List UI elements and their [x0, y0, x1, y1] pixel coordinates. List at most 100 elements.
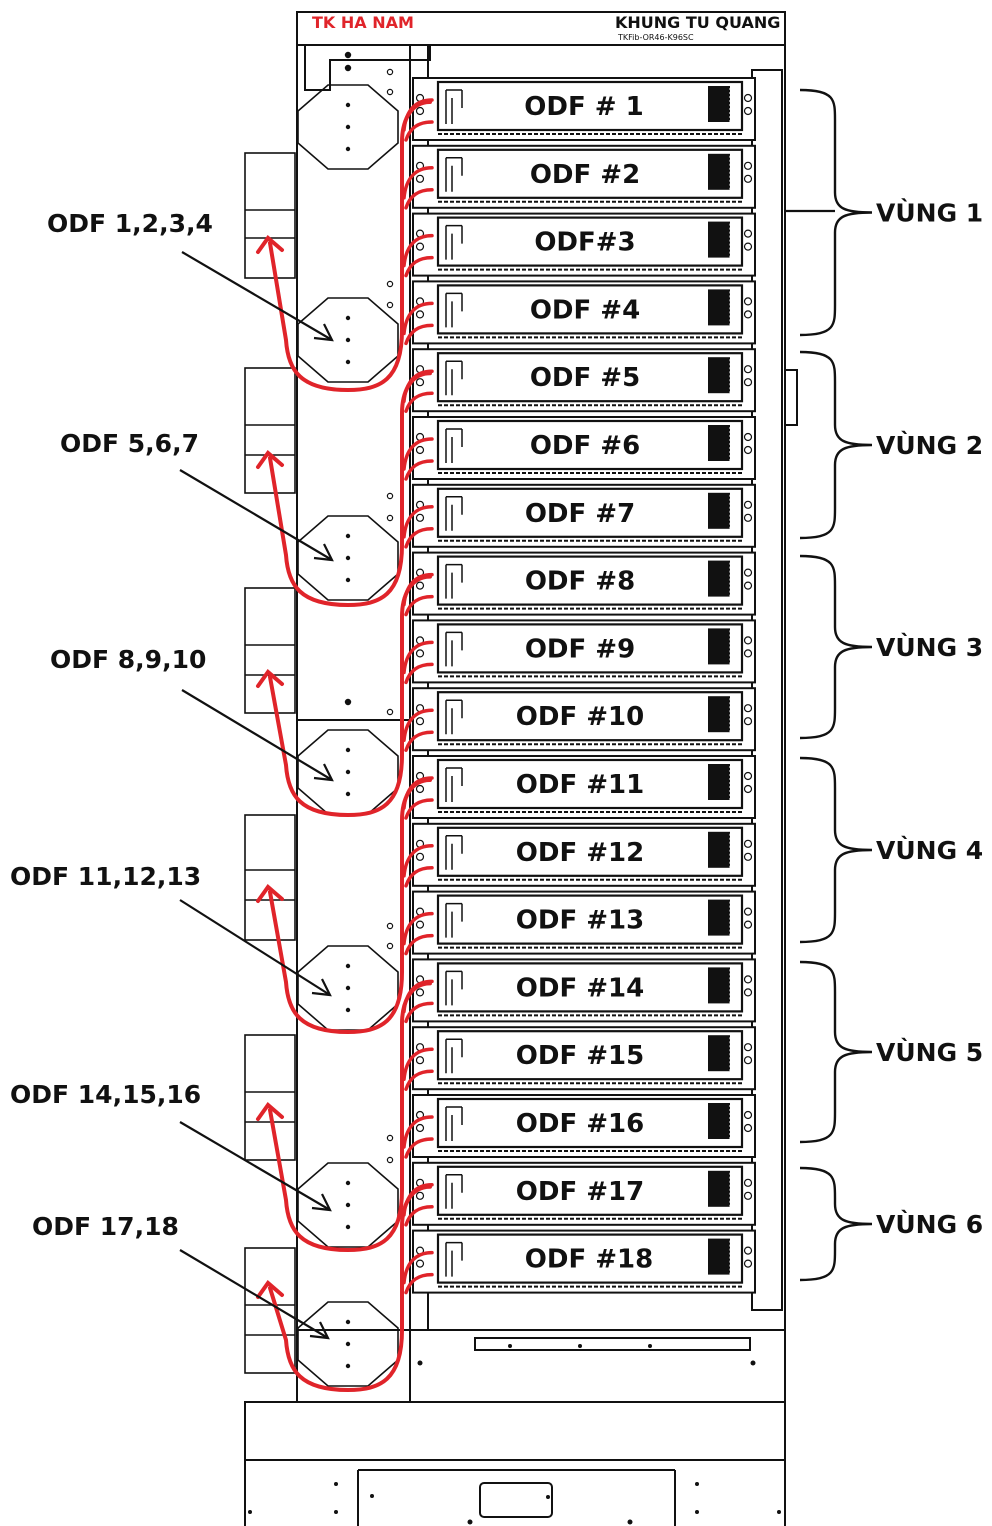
fiber-arrow-head: [256, 669, 284, 688]
group-label: ODF 14,15,16: [10, 1080, 201, 1109]
fiber-branch: [404, 1001, 434, 1024]
fiber-branch: [402, 166, 434, 200]
group-label: ODF 17,18: [32, 1212, 179, 1241]
odf-connector-block: [708, 492, 730, 529]
fiber-branch: [404, 527, 434, 549]
brand-label: TK HA NAM: [312, 13, 414, 32]
odf-latch: [445, 1174, 463, 1209]
odf-tray: [436, 1030, 744, 1081]
zone-label: VÙNG 1: [876, 198, 983, 228]
odf-unit: ODF #15: [412, 1026, 756, 1091]
zone-label: VÙNG 6: [876, 1209, 983, 1239]
odf-label: ODF #17: [516, 1177, 644, 1207]
odf-hole: [743, 513, 753, 522]
odf-unit: ODF #9: [412, 619, 756, 684]
odf-connector-block: [708, 899, 730, 936]
fiber-branch: [402, 1115, 434, 1149]
fiber-plate: [297, 515, 399, 601]
odf-hole: [743, 1191, 753, 1200]
odf-tray: [436, 758, 744, 810]
odf-hole: [743, 920, 753, 929]
odf-hole: [743, 174, 753, 183]
odf-latch: [445, 1241, 463, 1277]
odf-latch: [445, 428, 463, 463]
odf-latch: [445, 767, 463, 802]
fiber-branch: [402, 911, 434, 946]
odf-connector-block: [708, 764, 730, 800]
odf-hole: [743, 310, 753, 319]
odf-latch: [445, 496, 463, 531]
fiber-branch: [402, 1183, 434, 1217]
odf-unit: ODF #17: [412, 1161, 756, 1226]
odf-label: ODF #14: [516, 973, 644, 1003]
odf-tray: [436, 826, 744, 877]
odf-unit: ODF#3: [412, 212, 756, 277]
fiber-arrow-head: [256, 450, 284, 469]
group-pointer-head: [313, 323, 334, 342]
fiber-branch: [402, 505, 434, 539]
odf-hole: [743, 704, 753, 713]
odf-hole: [743, 839, 753, 848]
odf-tray: [436, 962, 744, 1013]
fiber-branch: [404, 188, 434, 210]
fiber-arrow-head: [256, 1102, 284, 1121]
odf-hole: [415, 920, 425, 929]
fiber-branch: [404, 459, 434, 481]
fiber-plate: [297, 297, 399, 383]
zone-brace: [799, 88, 873, 337]
odf-label: ODF #8: [525, 567, 635, 597]
fiber-branch: [404, 255, 434, 278]
fiber-branch: [402, 98, 434, 132]
odf-tray: [436, 1097, 744, 1149]
odf-label: ODF #11: [516, 770, 644, 800]
odf-tray: [436, 80, 744, 132]
odf-tray: [436, 1165, 744, 1216]
fiber-branch: [404, 391, 434, 413]
odf-hole: [743, 500, 753, 509]
fiber-branch: [404, 594, 434, 617]
odf-tray: [436, 284, 744, 335]
odf-latch: [445, 699, 463, 735]
fiber-branch: [402, 572, 434, 607]
odf-label: ODF #15: [516, 1041, 644, 1071]
group-pointer: [179, 899, 331, 996]
odf-hole: [415, 581, 425, 590]
odf-unit: ODF #16: [412, 1094, 756, 1158]
odf-unit: ODF #7: [412, 483, 756, 548]
side-bays: [244, 152, 296, 1374]
group-pointer: [179, 1121, 331, 1211]
odf-label: ODF # 1: [524, 92, 643, 122]
rack-model: TKFib-OR46-K96SC: [617, 33, 694, 42]
fiber-branch: [402, 640, 434, 675]
odf-connector-block: [708, 1103, 730, 1139]
odf-hole: [743, 297, 753, 306]
odf-latch: [445, 631, 463, 667]
fiber-branch: [402, 1250, 434, 1285]
fiber-branch: [402, 437, 434, 471]
odf-unit: ODF #10: [412, 687, 756, 752]
group-pointer-head: [309, 1321, 330, 1340]
group-label: ODF 1,2,3,4: [47, 209, 213, 238]
odf-unit: ODF #4: [412, 280, 756, 345]
odf-latch: [445, 902, 463, 938]
fiber-branch: [402, 369, 434, 403]
fiber-branch: [404, 1137, 434, 1159]
zone-brace: [799, 554, 873, 740]
odf-latch: [445, 224, 463, 260]
odf-unit: ODF #12: [412, 822, 756, 887]
fiber-plate: [297, 84, 399, 170]
odf-connector-block: [708, 357, 730, 394]
odf-hole: [743, 229, 753, 238]
rack-title: KHUNG TU QUANG: [615, 13, 780, 32]
fiber-branch: [402, 776, 434, 810]
odf-hole: [415, 852, 425, 861]
odf-hole: [743, 1056, 753, 1065]
group-label: ODF 11,12,13: [10, 862, 201, 891]
odf-hole: [415, 1056, 425, 1065]
rack-frame: [244, 11, 798, 1526]
odf-label: ODF #2: [530, 160, 640, 190]
odf-hole: [743, 432, 753, 442]
